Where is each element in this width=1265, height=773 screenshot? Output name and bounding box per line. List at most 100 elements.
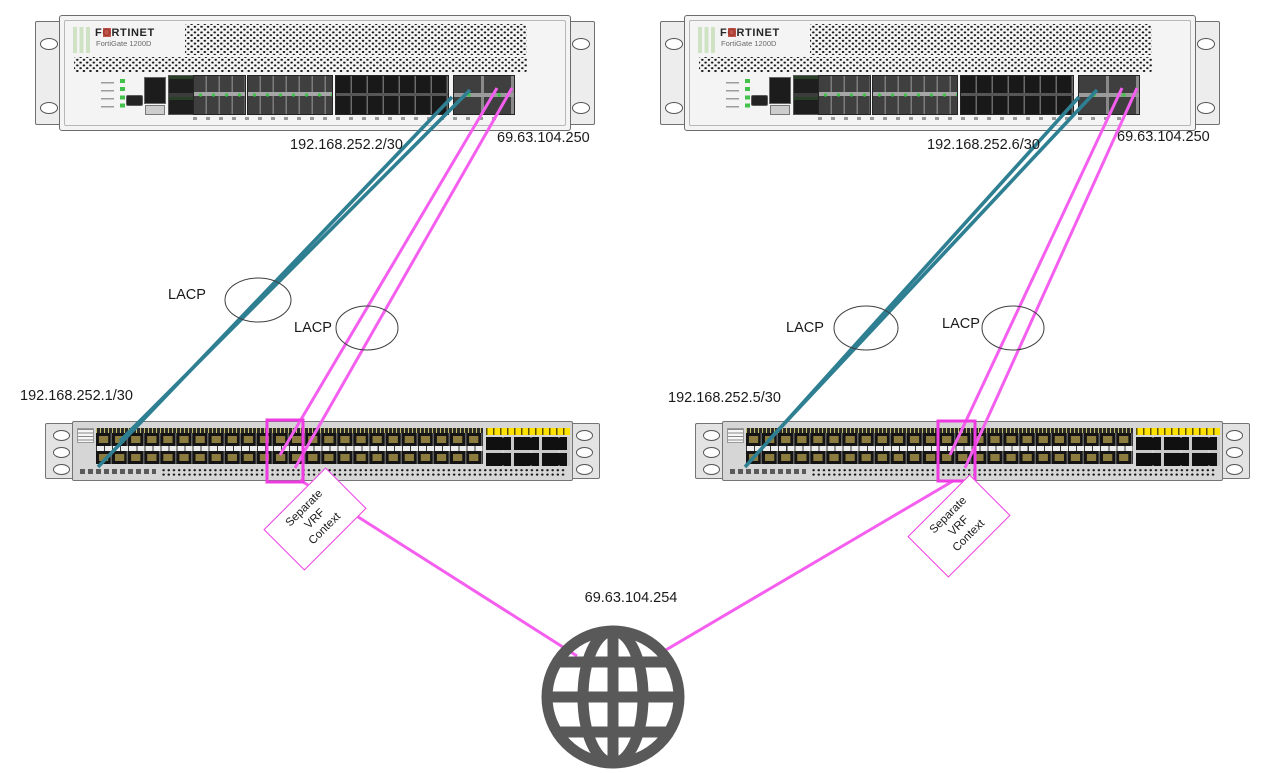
fortigate-1: FORTINET FortiGate 1200D (35, 15, 595, 131)
console-connector (751, 95, 768, 106)
rack-screw-hole (53, 464, 70, 475)
internet-ip-label: 69.63.104.254 (584, 590, 678, 606)
sfp-port-block (818, 75, 871, 115)
rack-ear-left (660, 21, 688, 125)
sw2-ip-label: 192.168.252.5/30 (668, 390, 781, 406)
rack-screw-hole (703, 464, 720, 475)
port-number-labels (193, 117, 505, 120)
status-leds (726, 79, 752, 111)
usb-port (770, 105, 790, 115)
rack-screw-hole (40, 38, 58, 50)
vrf-context-label-1: Separate VRF Context (263, 467, 367, 571)
sfp-plus-uplink-ports (1078, 75, 1140, 115)
model-fine-print (80, 469, 156, 474)
fg1-internal-ip-label: 192.168.252.2/30 (290, 137, 403, 153)
rack-screw-hole (572, 102, 590, 114)
lacp-ellipse (833, 305, 899, 351)
switch-2 (695, 421, 1250, 481)
switch-badge (77, 428, 94, 443)
lacp-label-3: LACP (786, 320, 824, 336)
vent-grille (185, 24, 527, 55)
sfp-plus-uplink-ports (453, 75, 515, 115)
fg2-internal-ip-label: 192.168.252.6/30 (927, 137, 1040, 153)
vent-grille (699, 57, 1152, 72)
vent-strip (811, 468, 1216, 477)
console-rj45-port (769, 77, 791, 104)
uplink-label-strip (1136, 428, 1220, 435)
rack-screw-hole (1226, 447, 1243, 458)
fortinet-brand: FORTINET (95, 27, 155, 39)
lacp-label-2: LACP (294, 320, 332, 336)
vent-grille (74, 57, 527, 72)
sfp-port-block (247, 75, 333, 115)
fortigate-model: FortiGate 1200D (96, 39, 152, 48)
rack-screw-hole (40, 102, 58, 114)
vent-strip (161, 468, 566, 477)
fortinet-brand: FORTINET (720, 27, 780, 39)
sfp-port-row-top (746, 433, 1133, 446)
lacp-ellipse (335, 305, 399, 351)
rack-screw-hole (665, 38, 683, 50)
status-leds (101, 79, 127, 111)
fg2-wan-ip-label: 69.63.104.250 (1117, 129, 1210, 145)
rack-screw-hole (576, 430, 593, 441)
fortigate-faceplate: FORTINET FortiGate 1200D (64, 20, 566, 126)
internet-globe-icon (541, 625, 685, 769)
switch-chassis (722, 421, 1223, 481)
lacp-ellipse (981, 305, 1045, 351)
fg1-wan-ip-label: 69.63.104.250 (497, 130, 590, 146)
fortinet-logo-bars (698, 27, 717, 53)
fortigate-chassis: FORTINET FortiGate 1200D (684, 15, 1196, 131)
lacp-label-4: LACP (942, 316, 980, 332)
vrf-context-label-2: Separate VRF Context (907, 474, 1011, 578)
rack-screw-hole (1226, 430, 1243, 441)
rack-screw-hole (665, 102, 683, 114)
mgmt-ports (168, 75, 194, 115)
rj45-port-block (960, 75, 1074, 115)
sfp-port-block (193, 75, 246, 115)
usb-port (145, 105, 165, 115)
rack-ear-left (695, 423, 727, 479)
rack-screw-hole (703, 447, 720, 458)
sfp-port-row-top (96, 433, 483, 446)
rack-screw-hole (53, 447, 70, 458)
switch-badge (727, 428, 744, 443)
rack-ear-left (45, 423, 77, 479)
rack-ear-right (1192, 21, 1220, 125)
fortinet-logo-mark (103, 28, 111, 37)
rj45-port-block (335, 75, 449, 115)
port-number-labels (818, 117, 1130, 120)
fortigate-model: FortiGate 1200D (721, 39, 777, 48)
console-connector (126, 95, 143, 106)
uplink-label-strip (486, 428, 570, 435)
fortinet-logo-bars (73, 27, 92, 53)
rack-screw-hole (53, 430, 70, 441)
rack-screw-hole (576, 464, 593, 475)
model-fine-print (730, 469, 806, 474)
fortigate-2: FORTINET FortiGate 1200D (660, 15, 1220, 131)
vent-grille (810, 24, 1152, 55)
rack-screw-hole (1197, 102, 1215, 114)
rack-ear-right (567, 21, 595, 125)
rack-screw-hole (703, 430, 720, 441)
fortigate-faceplate: FORTINET FortiGate 1200D (689, 20, 1191, 126)
qsfp-uplink-ports (486, 437, 570, 466)
lacp-ellipse (224, 277, 292, 323)
sfp-port-row-bottom (746, 451, 1133, 464)
rack-screw-hole (572, 38, 590, 50)
rack-ear-right (568, 423, 600, 479)
sw1-ip-label: 192.168.252.1/30 (20, 388, 133, 404)
lacp-label-1: LACP (168, 287, 206, 303)
rack-screw-hole (576, 447, 593, 458)
sfp-port-row-bottom (96, 451, 483, 464)
console-rj45-port (144, 77, 166, 104)
mgmt-ports (793, 75, 819, 115)
rack-screw-hole (1226, 464, 1243, 475)
qsfp-uplink-ports (1136, 437, 1220, 466)
fortinet-logo-mark (728, 28, 736, 37)
rack-screw-hole (1197, 38, 1215, 50)
link-sw2-internet (658, 479, 954, 656)
sfp-port-block (872, 75, 958, 115)
rack-ear-left (35, 21, 63, 125)
